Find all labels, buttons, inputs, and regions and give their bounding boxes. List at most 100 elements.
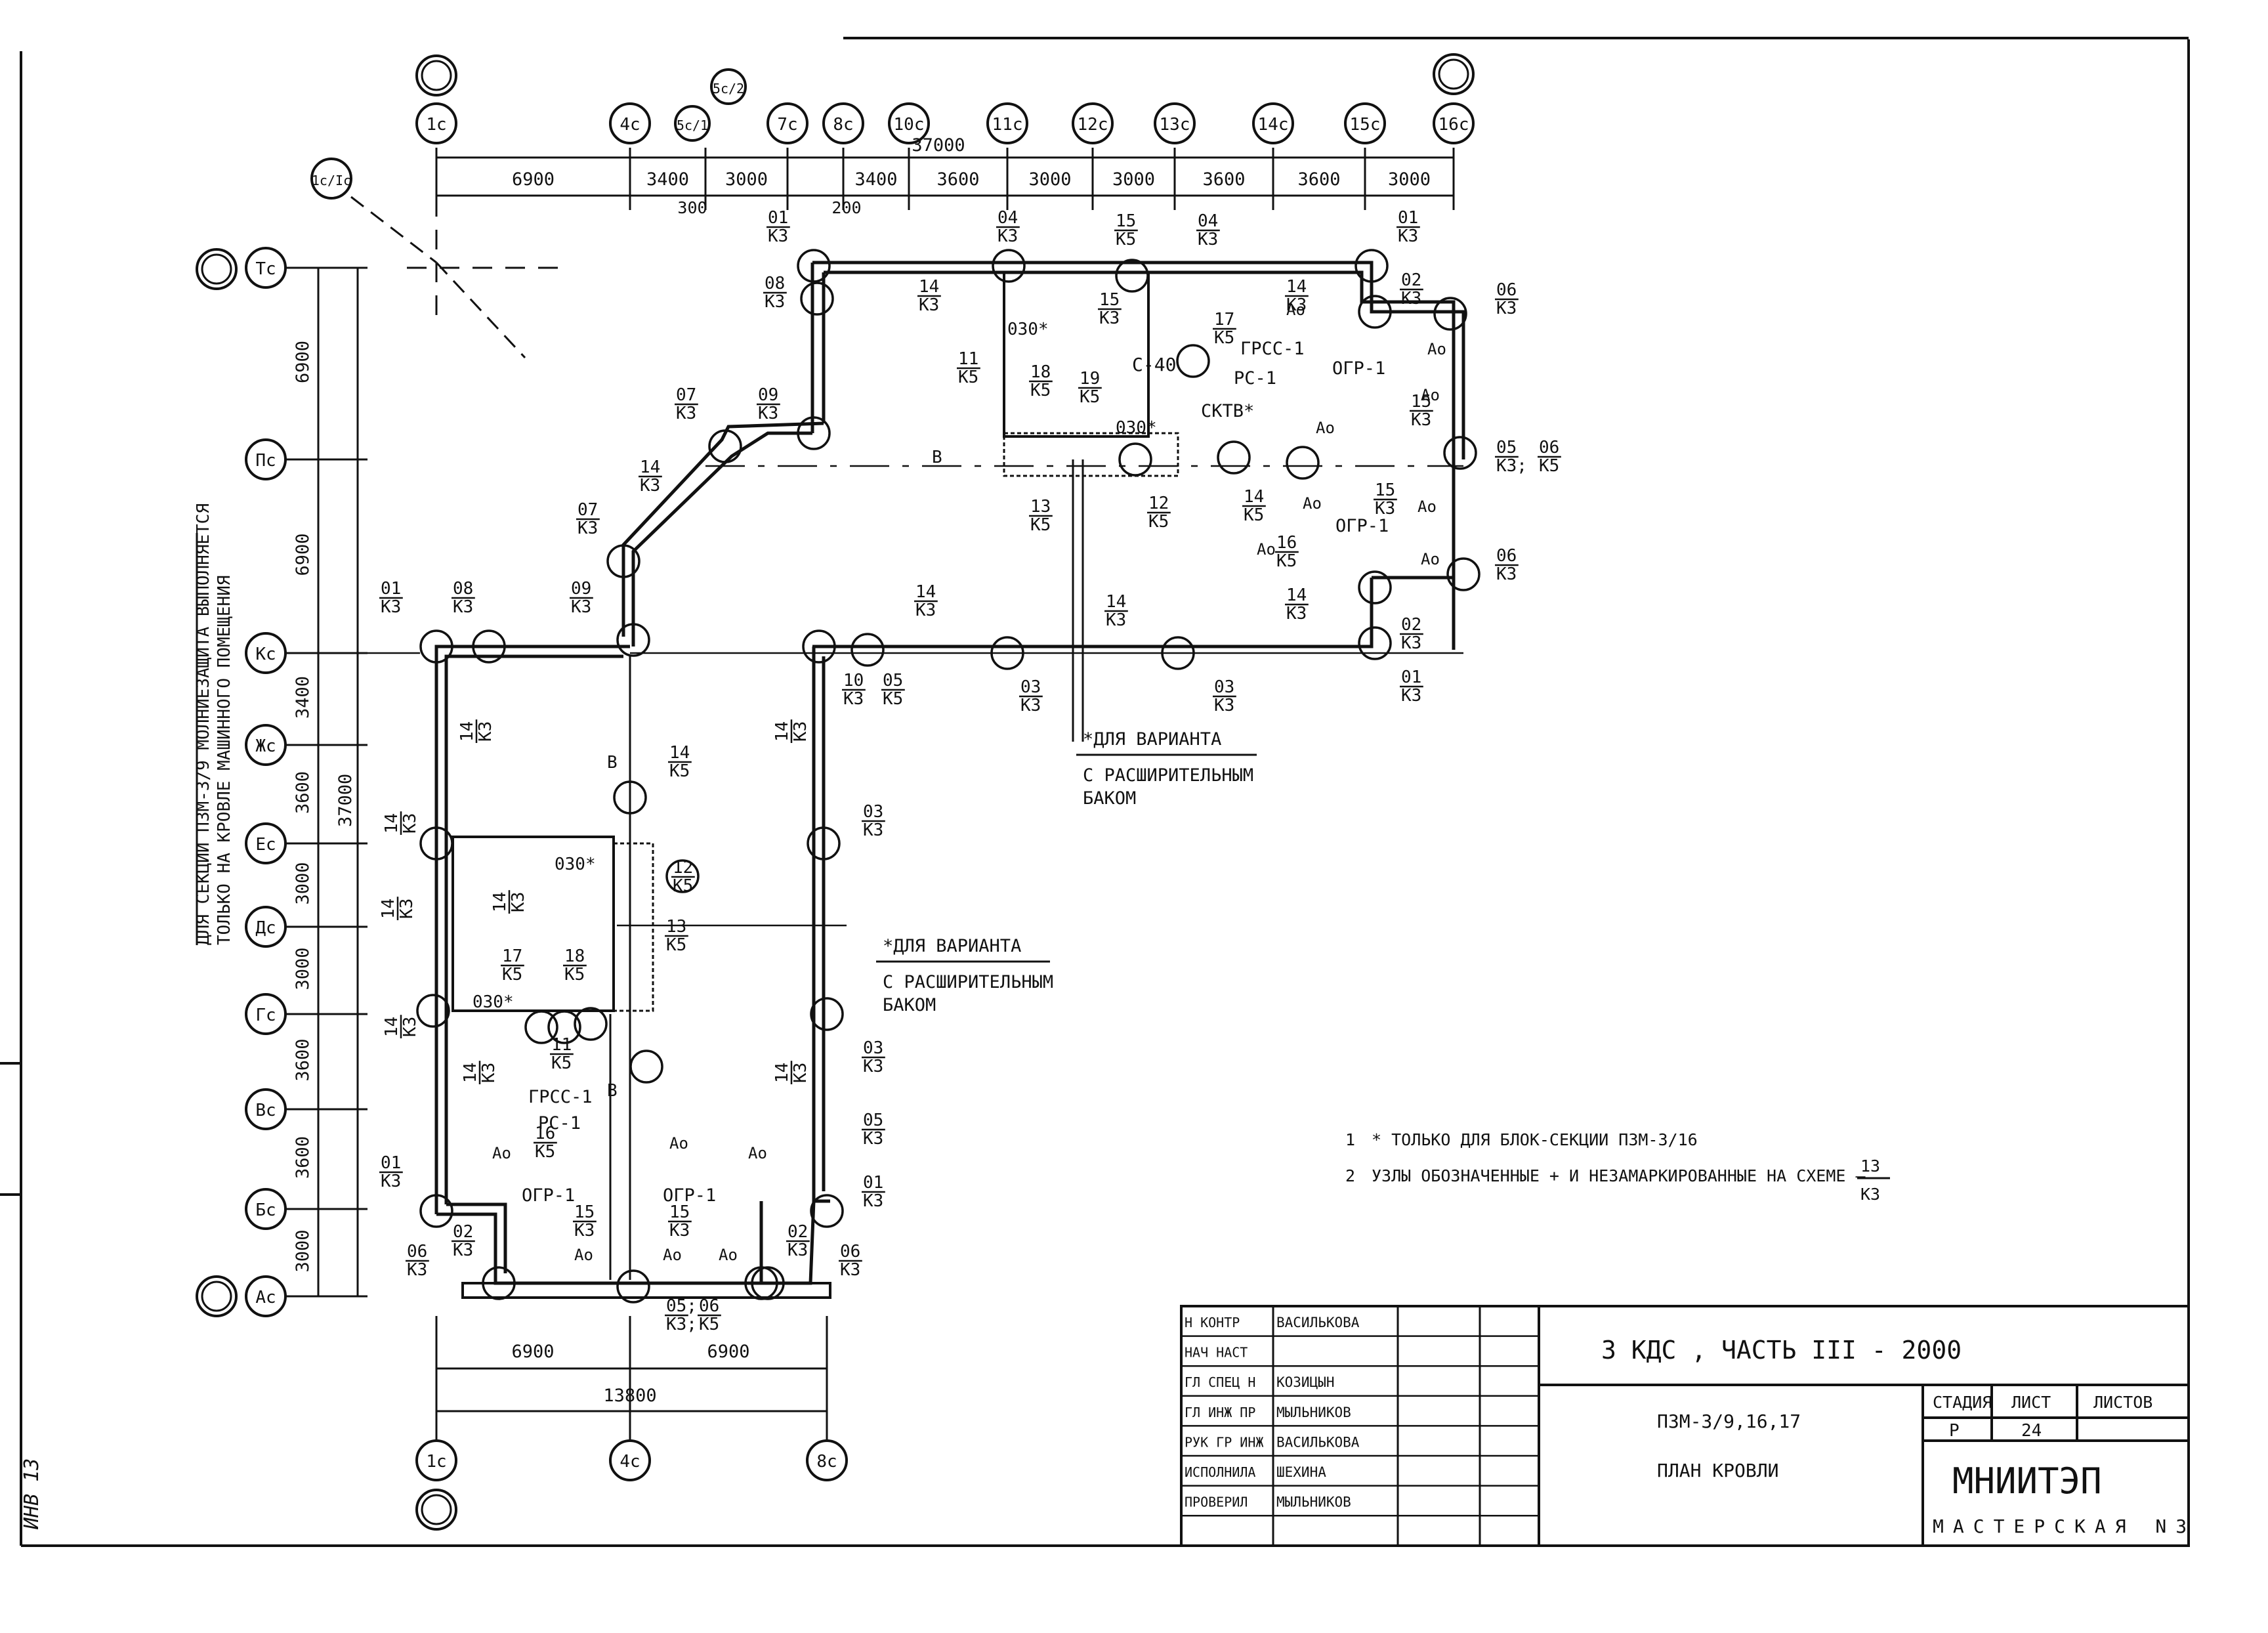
stamp-name: МЫЛЬНИКОВ [1276,1495,1351,1510]
project-code: П3М-3/9,16,17 [1657,1410,1801,1432]
axis-double-ring [201,253,232,285]
node-label-bot: К5 [1214,328,1234,348]
node-label-bot: К3 [407,1260,427,1280]
axis-bubble-top [415,102,457,144]
node-circle [616,1269,650,1304]
sheet-title: ПЛАН КРОВЛИ [1657,1460,1778,1481]
equipment-rs: РС-1 [1234,368,1276,389]
building-outline [434,261,1465,1299]
node-circle [1118,442,1152,477]
node-label-bot: К3 [840,1260,860,1280]
label-ao: Ао [1427,340,1446,358]
axis-label-top: 12с [1078,115,1108,135]
node-circle [802,629,836,664]
stamp-role: Н КОНТР [1185,1315,1240,1330]
axis-bubble-top [1072,102,1114,144]
node-label-top: 10 [843,671,864,690]
axis-label-top: 15с [1350,115,1381,135]
variant-note-1-line-3: БАКОМ [1083,788,1136,809]
node-circle [629,1050,663,1084]
node-label-top: 05 [863,1111,883,1130]
stamp-role: ГЛ ИНЖ ПР [1185,1405,1255,1420]
node-circle [416,994,450,1028]
note-2-frac-top: 13 [1860,1156,1880,1176]
node-label-top: 01 [381,1153,401,1173]
label-ao: Ао [719,1246,738,1264]
axis-double-ring [1438,58,1469,90]
axis-label-top: 16с [1438,115,1469,135]
axis-label-left: Вс [255,1101,276,1120]
node-label-top: 15 [1375,480,1395,500]
node-circle [810,1194,844,1228]
node-circle [1115,259,1149,293]
axis-label-left: Гс [255,1006,276,1025]
equipment-o30: 030* [555,855,596,874]
machine-room-lower [452,836,615,1012]
node-label-bot: К3 [843,689,864,709]
stamp-role: ПРОВЕРИЛ [1185,1495,1248,1510]
axis-label-left: Пс [255,451,276,471]
equipment-grss: ГРСС-1 [1240,339,1305,359]
node-label-bot: К3 [863,1191,883,1211]
node-circle [419,1194,453,1228]
node-label-top: 06 [699,1296,719,1316]
axis-label-top: 11с [992,115,1023,135]
axis-double-ring [421,1494,452,1525]
equipment-rs: РС-1 [538,1113,581,1134]
axis-label-bottom: 8с [816,1452,837,1472]
node-circle [1446,557,1480,591]
dim-value-top: 6900 [512,169,555,190]
dim-value-top: 3000 [725,169,768,190]
node-label-top: 09 [758,385,778,405]
dim-value-top: 3600 [1297,169,1340,190]
organization: МНИИТЭП [1952,1460,2102,1502]
node-label-top: 14 [1106,592,1126,612]
equipment-ogr: ОГР-1 [1332,358,1385,379]
node-label-bot: К3 [758,404,778,423]
node-label-top: 02 [453,1222,473,1242]
dim-value-left: 3400 [293,676,313,719]
node-label-top: 06 [840,1242,860,1262]
sheet-header: ЛИСТ [2011,1393,2051,1412]
dim-value-top: 3400 [854,169,897,190]
node-label-top: 14 [1286,585,1307,605]
node-label-bot: К3 [1496,299,1517,318]
node-label-bot: К5 [673,876,693,896]
wall-diag-outer [631,431,812,647]
node-circle [524,1010,558,1044]
equipment-ogr: ОГР-1 [522,1185,575,1206]
node-circle [1161,636,1195,670]
node-label-top: 01 [1398,208,1418,228]
stamp-role: НАЧ НАСТ [1185,1345,1248,1361]
wall-upper-outer [812,261,1465,459]
variant-note-1-line-1: *ДЛЯ ВАРИАНТА [1083,729,1221,750]
node-label-top: 06 [1539,438,1559,457]
node-label-top: 14 [1286,277,1307,297]
node-markers [416,249,1480,1304]
node-label-top: 11 [551,1035,572,1055]
node-label-top: 16 [535,1124,555,1143]
node-circle [1217,440,1251,475]
axis-label-top: 5с/2 [713,81,744,96]
side-note: ДЛЯ СЕКЦИИ П3М-3/9 МОЛНИЕЗАЩИТА ВЫПОЛНЯЕ… [194,503,234,945]
node-label-bot: К3 [400,1017,420,1037]
tank-lower [612,842,654,1012]
node-circle [1358,570,1392,604]
node-circle [1286,446,1320,480]
variant-note-2-line-1: *ДЛЯ ВАРИАНТА [883,936,1021,956]
label-b: В [607,1081,618,1101]
node-label-bot: К3 [1401,289,1421,308]
label-ao: Ао [748,1144,767,1162]
dim-value-left: 6900 [293,341,313,383]
label-ao: Ао [1418,498,1437,516]
parapet-bottom [461,1282,831,1299]
node-label-bot: К5 [535,1142,555,1162]
dim-value-bottom: 6900 [707,1342,749,1362]
node-label-top: 14 [640,457,660,477]
node-label-top: 15 [1116,211,1136,231]
node-circle [547,1010,581,1044]
axis-double-ring [421,60,452,91]
